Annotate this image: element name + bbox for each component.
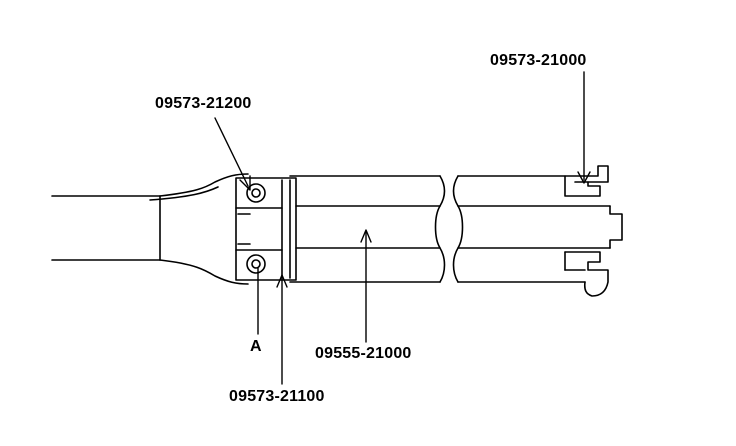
part-number-09555-21000: 09555-21000 [315,345,412,362]
part-number-09573-21100: 09573-21100 [229,388,325,405]
right-tube [452,165,623,297]
leader-lines [214,71,591,385]
marker-a-label: A [250,338,262,355]
left-shaft [51,173,249,285]
collar-housing [235,177,297,281]
part-number-09573-21200: 09573-21200 [155,95,252,112]
upper-bolt-icon [246,183,266,203]
main-tube [289,175,446,283]
lower-bolt-icon [246,254,266,274]
part-number-09573-21000: 09573-21000 [490,52,587,69]
